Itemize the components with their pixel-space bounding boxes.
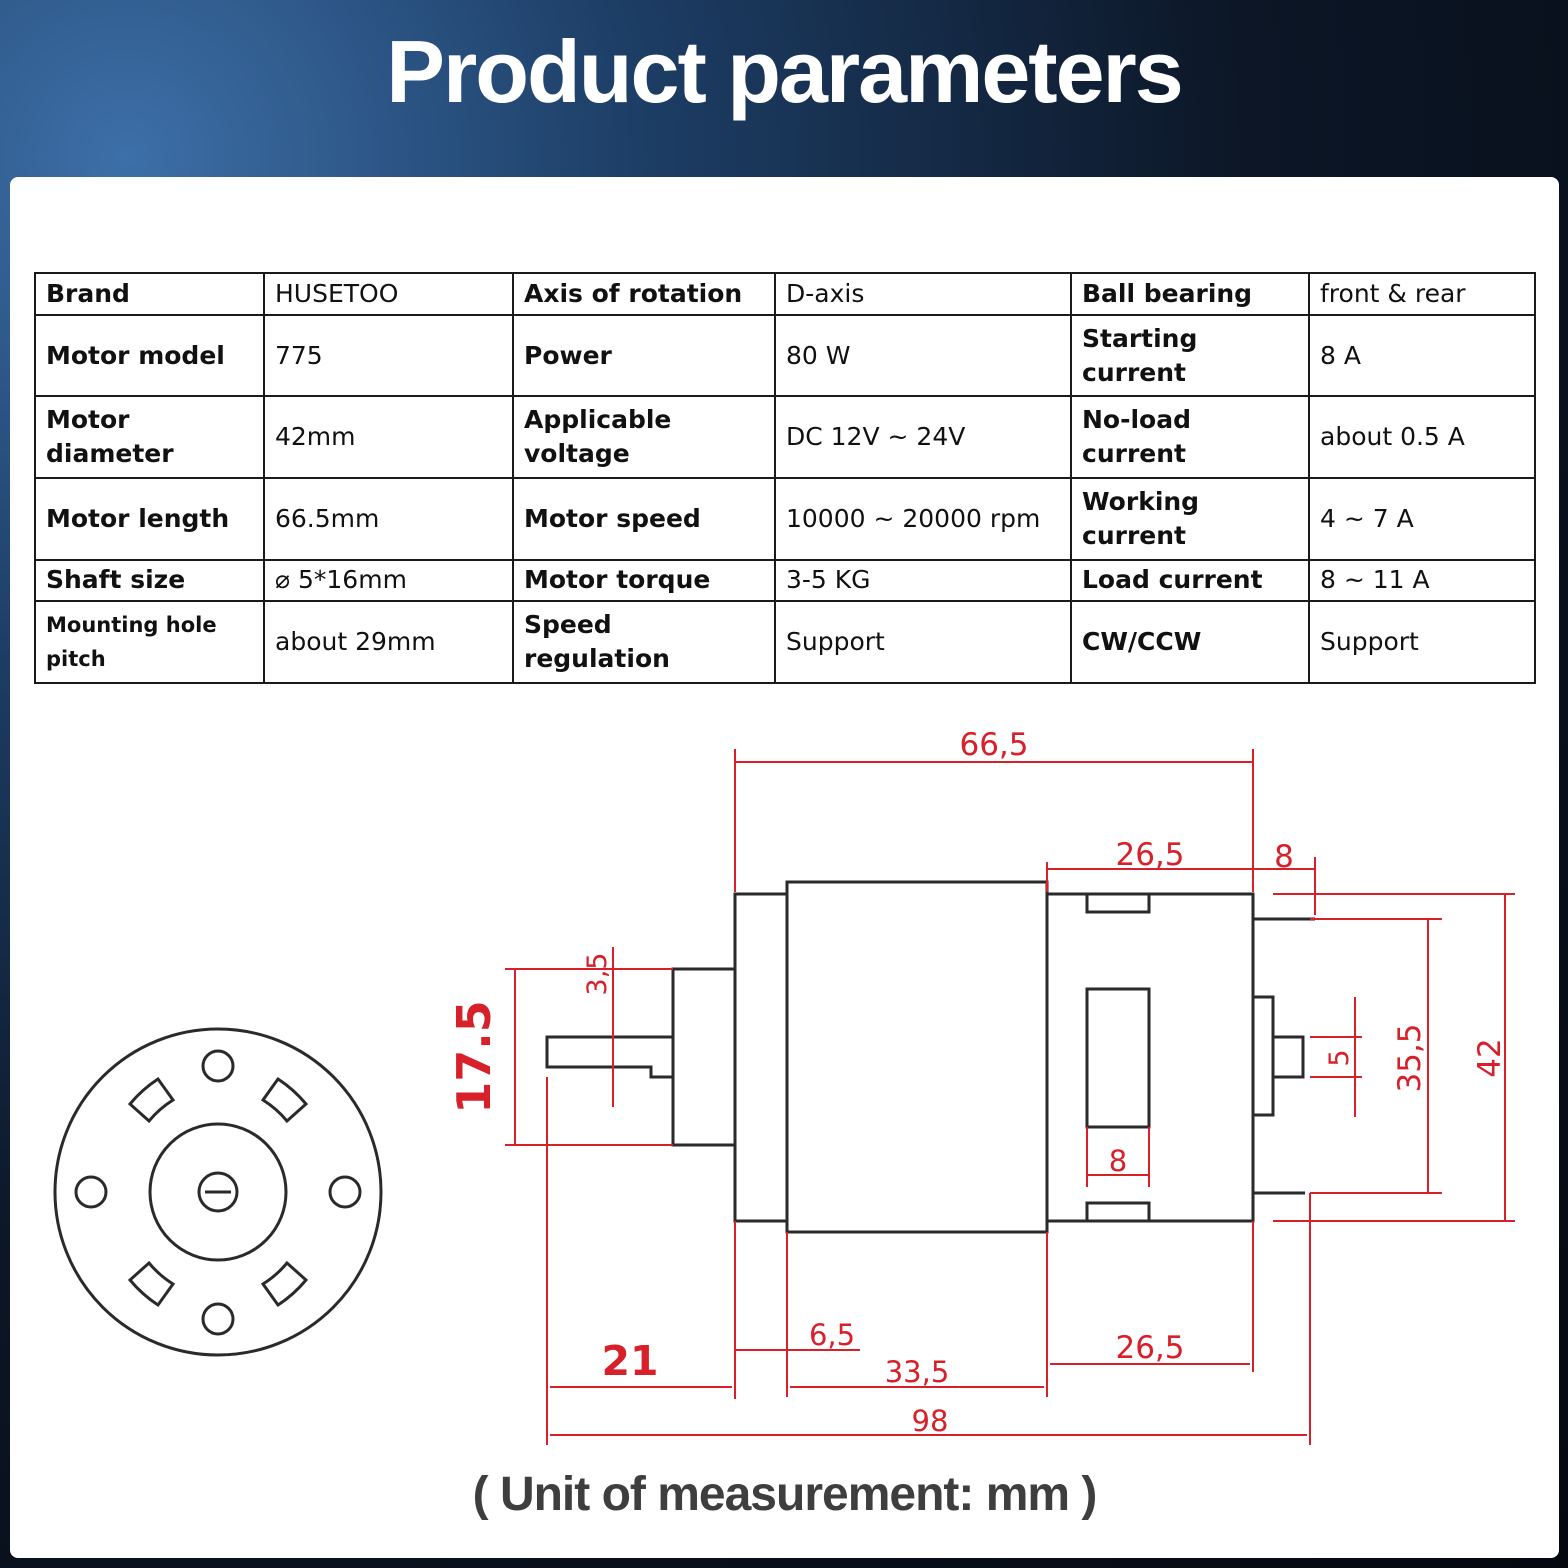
motor-body: [785, 880, 1049, 1234]
param-label: Ball bearing: [1070, 272, 1310, 316]
param-label: Starting current: [1070, 313, 1310, 398]
param-value: 10000 ~ 20000 rpm: [774, 476, 1072, 561]
dim-17-5: 17.5: [447, 1000, 501, 1114]
param-value: Support: [774, 600, 1072, 684]
dim-42: 42: [1472, 1038, 1508, 1077]
mounting-hole-left: [74, 1175, 108, 1209]
param-value: 8 ~ 11 A: [1308, 558, 1536, 603]
dim-35-5: 35,5: [1392, 1023, 1428, 1092]
front-shaft: [197, 1171, 239, 1213]
param-label: Motor torque: [512, 558, 776, 603]
param-label: Motor length: [34, 476, 265, 561]
page-title: Product parameters: [386, 22, 1183, 121]
dim-98: 98: [912, 1404, 949, 1438]
dim-5: 5: [1324, 1049, 1355, 1066]
param-value: ⌀ 5*16mm: [263, 558, 514, 603]
param-label: Motor diameter: [34, 395, 265, 479]
end-cap-window: [1085, 987, 1151, 1129]
rear-shaft: [1271, 1035, 1305, 1079]
dim-33-5: 33,5: [885, 1355, 950, 1389]
param-value: 8 A: [1308, 313, 1536, 398]
front-flange-side: [733, 892, 789, 1223]
dimension-lines: [505, 749, 1515, 1445]
param-value: 80 W: [774, 313, 1072, 398]
side-view: [545, 880, 1315, 1234]
front-flange-outline: [53, 1027, 383, 1357]
dim-8-mid: 8: [1109, 1144, 1127, 1178]
param-label: Shaft size: [34, 558, 265, 603]
dim-21: 21: [601, 1337, 658, 1385]
vent-slot-1: [127, 1076, 176, 1124]
param-label: Speed regulation: [512, 600, 776, 684]
dim-26-5-bottom: 26,5: [1115, 1330, 1184, 1366]
param-label: Working current: [1070, 476, 1310, 561]
rear-bearing-boss: [1251, 995, 1275, 1117]
front-view: [53, 1027, 383, 1357]
dim-8-top: 8: [1274, 839, 1294, 875]
param-value: 775: [263, 313, 514, 398]
dim-6-5: 6,5: [809, 1318, 855, 1352]
front-boss: [148, 1122, 288, 1262]
param-label: Motor speed: [512, 476, 776, 561]
param-label: CW/CCW: [1070, 600, 1310, 684]
mounting-hole-top: [201, 1049, 235, 1083]
dim-26-5-top: 26,5: [1115, 837, 1184, 873]
front-boss-side: [671, 967, 737, 1147]
mounting-hole-right: [328, 1175, 362, 1209]
unit-note: ( Unit of measurement: mm ): [472, 1468, 1098, 1521]
end-cap-notch-bottom: [1085, 1201, 1151, 1223]
param-label: Brand: [34, 272, 265, 316]
dim-66-5: 66,5: [959, 727, 1028, 763]
shaft: [545, 1035, 675, 1079]
param-label: Load current: [1070, 558, 1310, 603]
param-value: about 0.5 A: [1308, 395, 1536, 479]
param-value: 3-5 KG: [774, 558, 1072, 603]
param-value: 66.5mm: [263, 476, 514, 561]
param-label: Motor model: [34, 313, 265, 398]
dim-3-5: 3,5: [582, 953, 613, 996]
param-value: D-axis: [774, 272, 1072, 316]
param-label: Axis of rotation: [512, 272, 776, 316]
param-value: DC 12V ~ 24V: [774, 395, 1072, 479]
param-value: 4 ~ 7 A: [1308, 476, 1536, 561]
param-value: about 29mm: [263, 600, 514, 684]
end-cap-notch-top: [1085, 892, 1151, 914]
vent-slot-4: [260, 1260, 309, 1308]
param-value: Support: [1308, 600, 1536, 684]
dimension-labels: 66,5 26,5 8 8 21 6,5 33,5 26,5 98 17.5 3…: [447, 727, 1508, 1438]
param-label: Applicable voltage: [512, 395, 776, 479]
param-value: HUSETOO: [263, 272, 514, 316]
motor-dimension-drawing: 66,5 26,5 8 8 21 6,5 33,5 26,5 98 17.5 3…: [53, 727, 1515, 1445]
mounting-hole-bottom: [201, 1302, 235, 1336]
param-value: 42mm: [263, 395, 514, 479]
param-label: Power: [512, 313, 776, 398]
param-value: front & rear: [1308, 272, 1536, 316]
vent-slot-3: [127, 1260, 176, 1308]
param-label: Mounting hole pitch: [34, 600, 265, 684]
param-label: No-load current: [1070, 395, 1310, 479]
vent-slot-2: [260, 1076, 309, 1124]
